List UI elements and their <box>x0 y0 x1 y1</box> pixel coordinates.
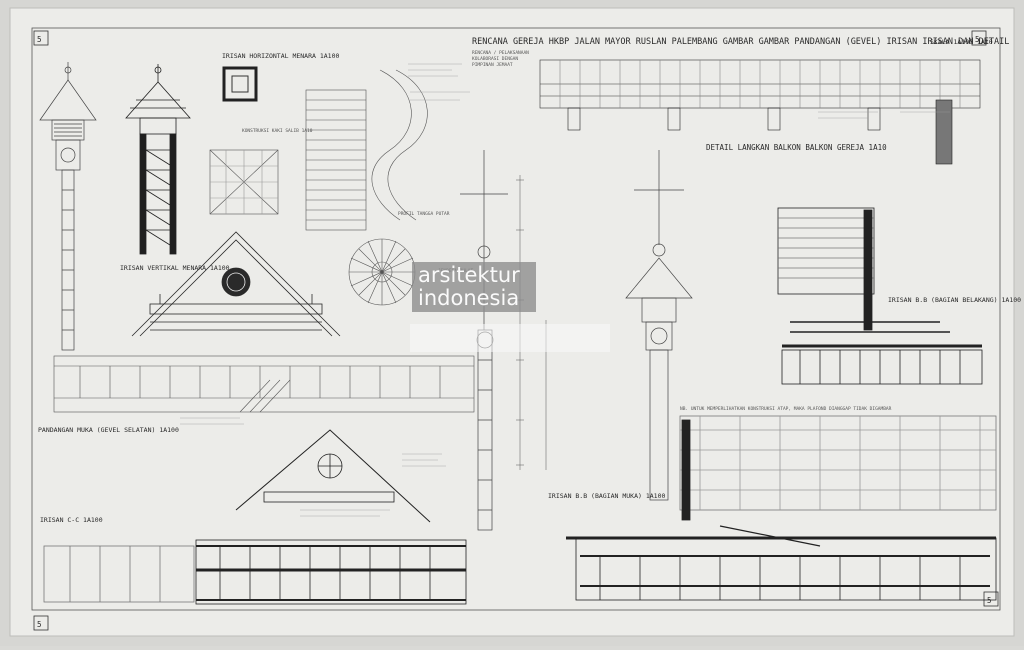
sheet-number-bottom-right: 5 <box>983 591 999 607</box>
sheet-number-top-right: 5 <box>971 30 987 46</box>
label-tower-section: IRISAN VERTIKAL MENARA 1A100 <box>120 264 230 272</box>
svg-text:5: 5 <box>37 35 42 44</box>
label-front-elevation: PANDANGAN MUKA (GEVEL SELATAN) 1A100 <box>38 426 179 434</box>
svg-text:5: 5 <box>975 35 980 44</box>
front-gable-elevation <box>131 231 341 337</box>
spiral-stair-detail <box>305 69 428 231</box>
label-section-bb-front: IRISAN B.B (BAGIAN MUKA) 1A100 <box>548 492 665 500</box>
sheet-note-2: KOLABORASI DENGAN <box>472 56 518 62</box>
cross-foot-detail <box>209 149 279 215</box>
front-elevation-long <box>53 355 475 413</box>
svg-text:5: 5 <box>37 620 42 629</box>
sheet-number-top-left: 5 <box>33 30 49 46</box>
sheet-number-bottom-left: 5 <box>33 615 49 631</box>
balcony-railing-detail <box>539 59 981 165</box>
sheet-note-3: PIMPINAN JEMAAT <box>472 62 513 68</box>
label-structure-note: NB. UNTUK MEMPERLIHATKAN KONSTRUKSI ATAP… <box>680 406 892 412</box>
section-bb-front <box>566 415 997 601</box>
tower-horizontal-plan <box>222 66 258 102</box>
section-cc <box>43 429 467 605</box>
label-tower-plan: IRISAN HORIZONTAL MENARA 1A100 <box>222 52 339 60</box>
svg-text:5: 5 <box>987 596 992 605</box>
tower-elevation-right <box>625 150 693 501</box>
tower-elevation-left <box>39 62 97 351</box>
tower-vertical-section <box>125 64 191 255</box>
sheet-note-1: RENCANA / PELAKSANAAN <box>472 50 529 56</box>
sheet-title: RENCANA GEREJA HKBP JALAN MAYOR RUSLAN P… <box>472 37 1009 47</box>
annotation-lines <box>180 63 950 517</box>
label-stair-detail: PROFIL TANGGA PUTAR <box>398 211 450 217</box>
watermark: arsitektur indonesia <box>410 262 610 352</box>
section-bb-back <box>777 207 983 385</box>
sheet-border <box>31 27 1001 611</box>
sheet-scale: SKALA 1A100 1A10 <box>930 38 993 46</box>
watermark-line-1: arsitektur <box>418 263 520 287</box>
watermark-line-2: indonesia <box>418 286 519 310</box>
label-cross-detail: KONSTRUKSI KAKI SALIB 1A10 <box>242 128 313 134</box>
label-section-cc: IRISAN C-C 1A100 <box>40 516 103 524</box>
label-balcony-detail: DETAIL LANGKAN BALKON BALKON GEREJA 1A10 <box>706 143 887 152</box>
label-section-bb-back: IRISAN B.B (BAGIAN BELAKANG) 1A100 <box>888 296 1021 304</box>
